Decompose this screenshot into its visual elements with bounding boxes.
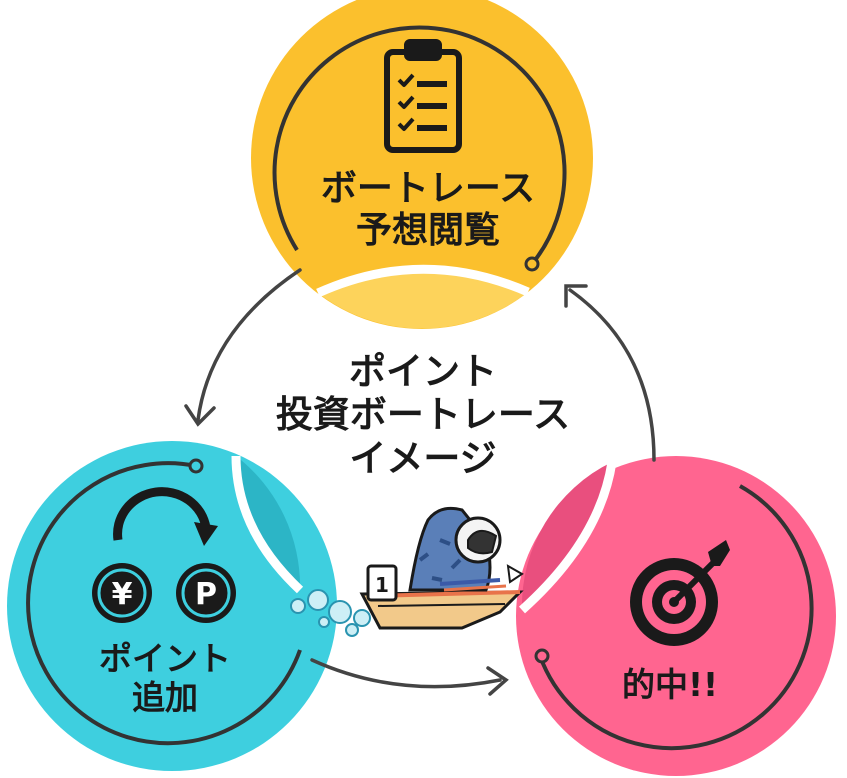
clipboard-checklist-icon: [384, 39, 462, 153]
title-line2: 投資ボートレース: [275, 393, 571, 437]
node-top-label-line2: 予想閲覧: [355, 210, 500, 252]
node-right-label: 的中!!: [560, 665, 780, 705]
title-line3: イメージ: [349, 436, 497, 480]
node-left-label: ポイント 追加: [40, 639, 290, 718]
node-left-label-line2: 追加: [132, 677, 198, 717]
boat-number: 1: [375, 573, 389, 597]
node-top-circle: [251, 0, 593, 329]
title-line1: ポイント: [349, 350, 497, 393]
svg-text:¥: ¥: [112, 577, 133, 612]
yen-to-point-exchange-icon: ¥ P: [92, 487, 236, 623]
node-top-label: ボートレース 予想閲覧: [268, 168, 588, 253]
svg-text:P: P: [195, 577, 217, 612]
node-left-label-line1: ポイント: [99, 639, 231, 678]
diagram-title: ポイント 投資ボートレース イメージ: [268, 350, 578, 480]
cycle-arrows: [184, 268, 656, 696]
racing-boat-illustration: 1: [290, 506, 524, 637]
node-right-label-line1: 的中!!: [621, 665, 719, 704]
node-top-label-line1: ボートレース: [320, 168, 536, 209]
node-left-circle: [7, 441, 337, 771]
target-bullseye-icon: [630, 540, 730, 646]
